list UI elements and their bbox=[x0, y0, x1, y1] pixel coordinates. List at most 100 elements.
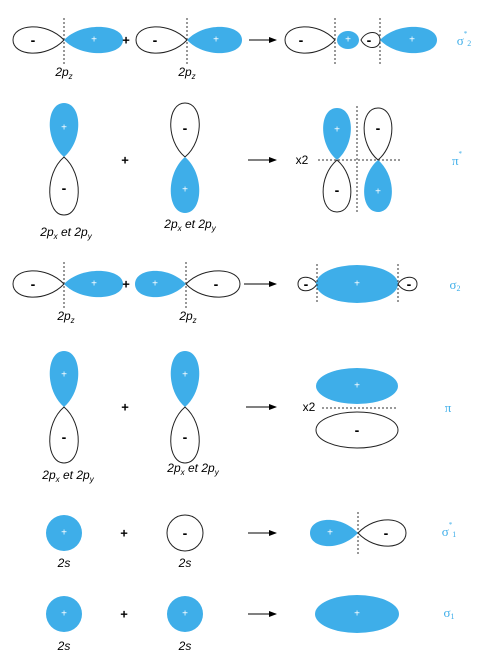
lobe-positive bbox=[49, 351, 79, 407]
operator-plus: + bbox=[121, 153, 129, 168]
operator-plus: + bbox=[120, 607, 128, 622]
orbital-label: 2px et 2py bbox=[41, 468, 94, 484]
orbital-2s-positive bbox=[46, 515, 82, 551]
sign-minus: - bbox=[384, 525, 389, 541]
sign-minus: - bbox=[183, 120, 188, 136]
lobe-positive bbox=[310, 519, 358, 547]
lobe-positive bbox=[170, 157, 200, 213]
row-sigma-star-2: - + + - + - + - + 2pz 2pz σ*2 bbox=[12, 18, 472, 81]
sign-minus: - bbox=[304, 276, 309, 292]
lobe-negative bbox=[357, 519, 407, 547]
mo-label: σ2 bbox=[449, 277, 460, 293]
sign-plus: + bbox=[354, 381, 360, 392]
multiplier-label: x2 bbox=[296, 153, 309, 167]
mo-label: σ1 bbox=[443, 605, 454, 621]
sign-minus: - bbox=[183, 525, 188, 541]
sign-plus: + bbox=[61, 370, 67, 381]
sign-minus: - bbox=[31, 32, 36, 48]
mo-label: σ*1 bbox=[442, 521, 457, 539]
row-sigma-2: - + + + - - + - 2pz 2pz σ2 bbox=[12, 262, 461, 325]
lobe-positive bbox=[364, 160, 392, 212]
orbital-2s-positive bbox=[46, 596, 82, 632]
mo-label: π bbox=[445, 400, 452, 415]
orbital-label: 2pz bbox=[54, 65, 72, 81]
orbital-label: 2pz bbox=[56, 309, 74, 325]
sign-minus: - bbox=[214, 276, 219, 292]
sign-plus: + bbox=[152, 279, 158, 290]
lobe-positive bbox=[187, 26, 242, 54]
sign-minus: - bbox=[183, 429, 188, 445]
orbital-label: 2pz bbox=[177, 65, 195, 81]
sign-plus: + bbox=[213, 35, 219, 46]
sign-plus: + bbox=[61, 123, 67, 134]
lobe-negative bbox=[12, 270, 65, 298]
sign-plus: + bbox=[91, 279, 97, 290]
sign-plus: + bbox=[182, 609, 188, 620]
lobe-positive-small bbox=[337, 31, 359, 49]
lobe-negative bbox=[322, 159, 352, 213]
sign-minus: - bbox=[355, 422, 360, 438]
lobe-negative bbox=[170, 102, 200, 158]
orbital-label: 2pz bbox=[178, 309, 196, 325]
row-pi: + - + + - x2 + - 2px et 2py 2px et 2py π bbox=[41, 351, 452, 484]
sign-plus: + bbox=[354, 279, 360, 290]
sign-plus: + bbox=[91, 35, 97, 46]
lobe-positive bbox=[315, 595, 399, 633]
lobe-positive bbox=[323, 108, 351, 160]
sign-plus: + bbox=[182, 370, 188, 381]
lobe-negative bbox=[49, 156, 79, 216]
sign-minus: - bbox=[62, 429, 67, 445]
lobe-negative bbox=[363, 107, 393, 161]
sign-minus: - bbox=[62, 180, 67, 196]
sign-plus: + bbox=[327, 528, 333, 539]
orbital-label: 2px et 2py bbox=[163, 217, 216, 233]
orbital-label: 2s bbox=[178, 556, 192, 570]
lobe-positive bbox=[64, 26, 123, 54]
operator-plus: + bbox=[122, 33, 130, 48]
orbital-label: 2s bbox=[178, 639, 192, 653]
orbital-label: 2s bbox=[57, 556, 71, 570]
sign-plus: + bbox=[61, 528, 67, 539]
sign-plus: + bbox=[61, 609, 67, 620]
lobe-negative bbox=[185, 270, 241, 298]
mo-label: π* bbox=[452, 150, 463, 168]
sign-plus: + bbox=[345, 35, 351, 46]
lobe-negative bbox=[315, 411, 399, 449]
sign-plus: + bbox=[334, 125, 340, 136]
lobe-positive bbox=[170, 351, 200, 407]
sign-minus: - bbox=[367, 32, 372, 48]
row-sigma-star-1: + + - + - 2s 2s σ*1 bbox=[46, 512, 456, 570]
orbital-2s-positive bbox=[167, 596, 203, 632]
orbital-label: 2px et 2py bbox=[39, 225, 92, 241]
sign-plus: + bbox=[354, 609, 360, 620]
lobe-negative-small bbox=[297, 276, 318, 292]
lobe-negative bbox=[49, 406, 79, 464]
orbital-label: 2px et 2py bbox=[166, 461, 219, 477]
orbital-label: 2s bbox=[57, 639, 71, 653]
lobe-negative bbox=[170, 406, 200, 464]
lobe-positive bbox=[380, 26, 437, 54]
sign-minus: - bbox=[31, 276, 36, 292]
lobe-negative bbox=[12, 26, 65, 54]
lobe-positive bbox=[316, 265, 398, 303]
lobe-positive bbox=[135, 270, 186, 298]
mo-label: σ*2 bbox=[457, 30, 472, 48]
sign-minus: - bbox=[153, 32, 158, 48]
sign-minus: - bbox=[299, 32, 304, 48]
operator-plus: + bbox=[120, 526, 128, 541]
multiplier-label: x2 bbox=[303, 400, 316, 414]
lobe-negative bbox=[135, 26, 188, 54]
lobe-positive bbox=[64, 270, 123, 298]
operator-plus: + bbox=[121, 400, 129, 415]
operator-plus: + bbox=[122, 277, 130, 292]
sign-plus: + bbox=[409, 35, 415, 46]
sign-plus: + bbox=[375, 187, 381, 198]
sign-plus: + bbox=[182, 185, 188, 196]
row-sigma-1: + + + + 2s 2s σ1 bbox=[46, 595, 455, 653]
sign-minus: - bbox=[376, 120, 381, 136]
orbital-2s-negative bbox=[166, 514, 204, 552]
lobe-positive bbox=[316, 368, 398, 404]
lobe-negative-small bbox=[397, 276, 418, 292]
lobe-positive bbox=[49, 103, 79, 157]
sign-minus: - bbox=[407, 276, 412, 292]
